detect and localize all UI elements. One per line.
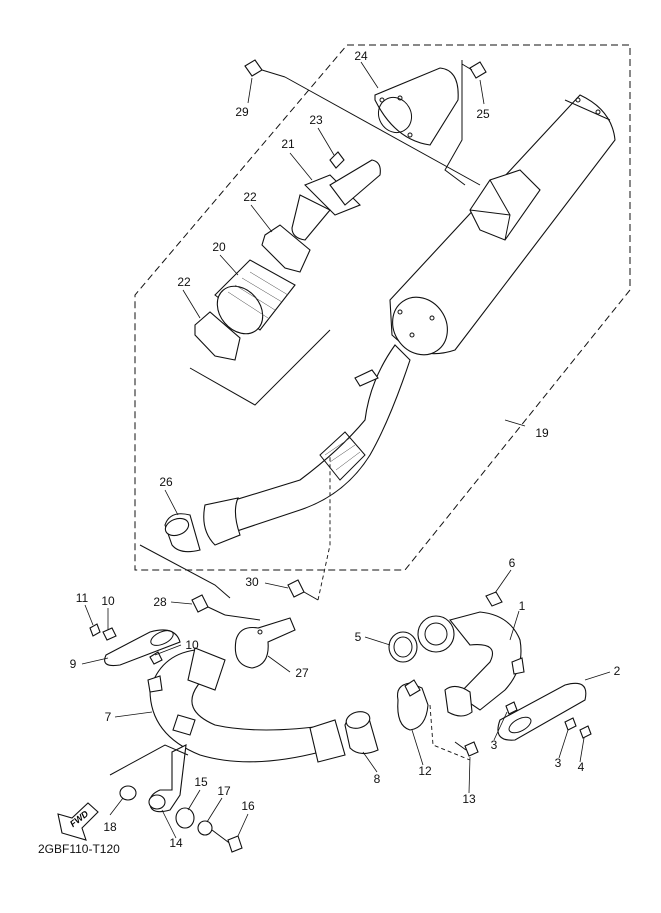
- callout-2: 2: [613, 664, 621, 678]
- callout-17: 17: [217, 784, 231, 798]
- silencer-breakout-boundary: [444, 60, 466, 186]
- callout-9: 9: [69, 657, 77, 671]
- callout-29: 29: [235, 105, 249, 119]
- washer-10b: [149, 651, 163, 665]
- exhaust-pipe-right: [417, 611, 525, 717]
- heat-protector-9: [104, 629, 181, 667]
- gasket-5: [388, 631, 418, 663]
- collar-18: [119, 785, 137, 801]
- callout-28: 28: [153, 595, 167, 609]
- callout-4: 4: [577, 760, 585, 774]
- clamp-12: [396, 679, 429, 731]
- callout-5: 5: [354, 630, 362, 644]
- washer-10a: [102, 627, 117, 641]
- callout-22: 22: [243, 190, 257, 204]
- callout-1: 1: [518, 599, 526, 613]
- gasket-26: [164, 513, 201, 553]
- muffler-assembly-boundary: [134, 44, 631, 571]
- bolt-11: [89, 623, 101, 637]
- callout-12: 12: [418, 764, 432, 778]
- callout-14: 14: [169, 836, 183, 850]
- damper-15: [175, 807, 195, 829]
- callout-3: 3: [554, 756, 562, 770]
- tail-pipe: [291, 159, 381, 241]
- muffler-head-pipe: [203, 344, 411, 546]
- bolt-16: [211, 829, 243, 853]
- nut-6: [485, 591, 503, 607]
- callout-11: 11: [75, 591, 89, 605]
- exhaust-pipe: [147, 647, 346, 763]
- gasket-22-lower: [194, 311, 241, 361]
- callout-8: 8: [373, 772, 381, 786]
- callout-26: 26: [159, 475, 173, 489]
- callout-16: 16: [241, 799, 255, 813]
- callout-13: 13: [462, 792, 476, 806]
- clamp-27: [234, 617, 296, 669]
- washer-17: [197, 820, 213, 836]
- callout-18: 18: [103, 820, 117, 834]
- callout-25: 25: [476, 107, 490, 121]
- callout-27: 27: [295, 666, 309, 680]
- bolt-28: [191, 594, 226, 616]
- callout-22: 22: [177, 275, 191, 289]
- bracket-14: [148, 744, 187, 813]
- callout-23: 23: [309, 113, 323, 127]
- callout-7: 7: [104, 710, 112, 724]
- callout-10: 10: [185, 638, 199, 652]
- heat-protector-2: [497, 682, 587, 741]
- bolt-23: [329, 151, 345, 169]
- washer-3b: [564, 717, 577, 731]
- gasket-8: [344, 711, 379, 755]
- callout-20: 20: [212, 240, 226, 254]
- callout-10: 10: [101, 594, 115, 608]
- bolt-29: [244, 59, 286, 78]
- bolt-4: [579, 725, 592, 739]
- leader-lines: [81, 61, 611, 839]
- callout-3: 3: [490, 738, 498, 752]
- callout-6: 6: [508, 556, 516, 570]
- silencer-core: [214, 259, 296, 335]
- callout-19: 19: [535, 426, 549, 440]
- bolt-30: [287, 579, 319, 601]
- bolt-25: [469, 61, 487, 79]
- callout-21: 21: [281, 137, 295, 151]
- gasket-22-upper: [261, 224, 311, 273]
- muffler: [389, 94, 616, 356]
- callout-30: 30: [245, 575, 259, 589]
- callout-24: 24: [354, 49, 368, 63]
- callout-15: 15: [194, 775, 208, 789]
- washer-3a: [505, 701, 518, 715]
- bolt-13: [454, 741, 479, 757]
- diagram-code: 2GBF110-T120: [38, 842, 120, 856]
- fwd-arrow-icon: FWD: [57, 802, 99, 841]
- end-cap: [374, 67, 459, 146]
